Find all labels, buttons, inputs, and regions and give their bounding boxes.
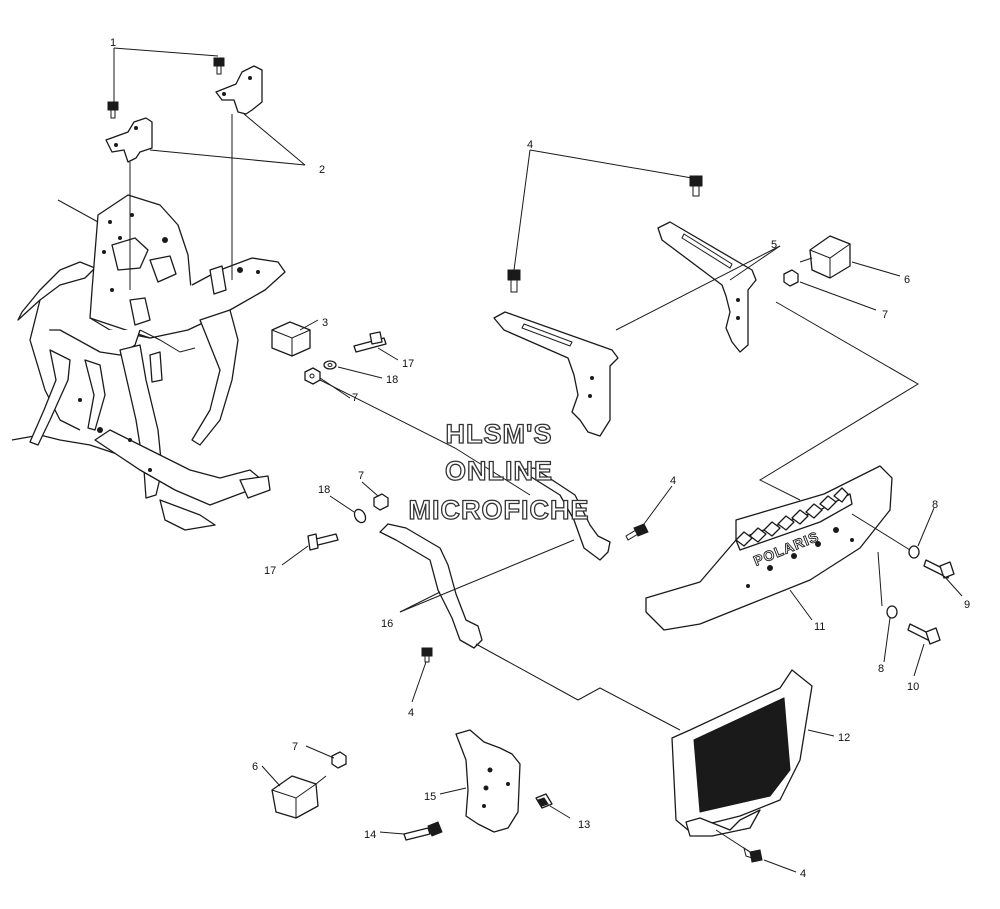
callout-18: 18 xyxy=(318,484,330,496)
bolt-1-right xyxy=(213,57,225,75)
callout-8: 8 xyxy=(932,499,938,511)
washer-18-mid xyxy=(353,508,367,524)
washer-8-upper xyxy=(908,545,920,559)
mounting-bracket-5-right xyxy=(657,221,757,353)
front-frame-assembly xyxy=(11,194,286,531)
support-bracket-16-lower xyxy=(379,523,483,649)
callout-4: 4 xyxy=(800,868,806,880)
relay-6-upper xyxy=(799,235,851,279)
alignment-line xyxy=(319,379,531,496)
callout-10: 10 xyxy=(907,681,919,693)
leader-line xyxy=(243,113,306,166)
callout-11: 11 xyxy=(814,621,825,633)
callout-12: 12 xyxy=(838,732,850,744)
bolt-9 xyxy=(923,559,955,579)
alignment-line xyxy=(715,829,751,853)
callout-4: 4 xyxy=(408,707,414,719)
nut-7-lower xyxy=(331,751,347,769)
callout-7: 7 xyxy=(882,309,888,321)
callout-7: 7 xyxy=(358,470,364,482)
callout-18: 18 xyxy=(386,374,398,386)
alignment-line xyxy=(758,301,919,501)
callout-16: 16 xyxy=(381,618,393,630)
bolt-17-upper xyxy=(353,331,387,353)
washer-8-lower xyxy=(886,605,898,619)
washer-18-upper xyxy=(323,360,337,370)
watermark-line-2: ONLINE xyxy=(445,456,553,486)
callout-7: 7 xyxy=(352,392,358,404)
clip-13 xyxy=(535,793,553,809)
callout-14: 14 xyxy=(364,829,376,841)
radiator-screen-12 xyxy=(671,669,813,837)
bolt-4-upper-left xyxy=(507,269,521,293)
leader-line xyxy=(113,47,219,57)
bolt-4-lower-left xyxy=(421,647,433,663)
callout-13: 13 xyxy=(578,819,590,831)
callout-1: 1 xyxy=(110,37,116,49)
nut-7-mid xyxy=(373,493,389,511)
callout-4: 4 xyxy=(670,475,676,487)
bolt-4-mid-right xyxy=(625,523,649,541)
callout-4: 4 xyxy=(527,139,533,151)
alignment-line xyxy=(851,513,911,551)
watermark: HLSM'S ONLINE MICROFICHE xyxy=(408,418,590,525)
watermark-line-1: HLSM'S xyxy=(446,419,553,449)
callout-7: 7 xyxy=(292,741,298,753)
rubber-block-3 xyxy=(271,321,311,357)
callout-6: 6 xyxy=(904,274,910,286)
front-grille-11: POLARIS xyxy=(645,465,893,631)
mounting-bracket-5-left xyxy=(493,311,619,437)
frame-bracket-right xyxy=(215,65,263,115)
bolt-17-mid xyxy=(307,533,339,551)
relay-6-lower xyxy=(271,775,327,819)
alignment-line xyxy=(475,643,681,731)
leader-line xyxy=(149,149,306,166)
callout-6: 6 xyxy=(252,761,258,773)
support-bracket-16-upper xyxy=(519,467,611,561)
grille-vents xyxy=(735,487,849,547)
screw-14 xyxy=(403,821,443,841)
callout-17: 17 xyxy=(264,565,276,577)
bolt-10 xyxy=(907,623,941,645)
frame-bracket-left xyxy=(105,117,153,163)
callout-8: 8 xyxy=(878,663,884,675)
callout-9: 9 xyxy=(964,599,970,611)
watermark-line-3: MICROFICHE xyxy=(409,495,590,525)
callout-17: 17 xyxy=(402,358,414,370)
callout-5: 5 xyxy=(771,239,777,251)
bolt-4-upper-right xyxy=(689,175,703,197)
leader-line xyxy=(57,199,99,223)
callout-2: 2 xyxy=(319,164,325,176)
nut-7-upper xyxy=(304,367,321,385)
nut-7-upper-right xyxy=(783,269,799,287)
callout-labels: 1 2 3 17 18 7 7 18 17 16 4 7 6 15 13 14 … xyxy=(110,37,970,880)
bolt-1-left xyxy=(107,101,119,119)
callout-3: 3 xyxy=(322,317,328,329)
callout-15: 15 xyxy=(424,791,436,803)
alignment-line xyxy=(877,551,883,607)
mount-plate-15 xyxy=(455,729,521,833)
